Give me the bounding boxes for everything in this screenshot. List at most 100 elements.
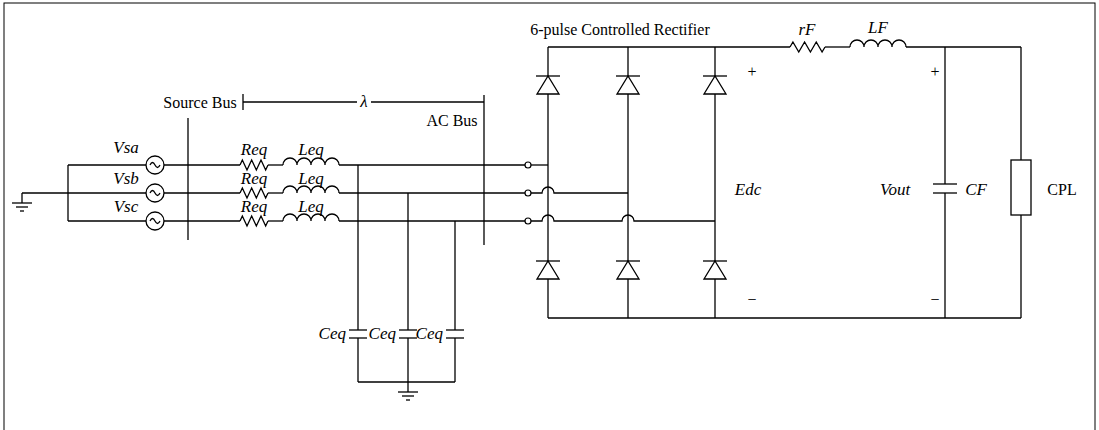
resistor-symbol — [240, 216, 268, 226]
rectifier-title: 6-pulse Controlled Rectifier — [530, 21, 710, 39]
inductor-symbol — [850, 40, 906, 47]
diode-symbol — [704, 261, 726, 279]
source-label: Vsa — [113, 139, 139, 158]
ground-symbol — [16, 206, 28, 207]
diode-symbol — [617, 76, 639, 94]
phase-wire — [339, 164, 525, 165]
voltage-source — [146, 156, 164, 174]
load-lead — [1020, 47, 1021, 160]
neutral-wire — [22, 192, 68, 193]
source-tilde — [150, 219, 160, 224]
capacitor-lead — [357, 165, 358, 330]
dc-rail — [548, 317, 1021, 318]
phase-wire — [164, 220, 240, 221]
ground-symbol — [12, 202, 32, 203]
component-label: Req — [241, 198, 267, 217]
dimension-label: λ — [357, 93, 370, 112]
ground-symbol — [406, 399, 410, 400]
source-tilde — [150, 191, 160, 196]
dc-rail — [548, 46, 790, 47]
phase-wire — [268, 164, 283, 165]
diode-symbol — [537, 261, 559, 279]
phase-wire — [531, 164, 548, 165]
component-label: LF — [868, 19, 888, 38]
capacitor-plate — [349, 329, 367, 330]
ground-bus — [358, 381, 455, 382]
phase-wire — [531, 187, 628, 193]
polarity-sign: + — [930, 63, 939, 81]
voltage-label: Vout — [880, 181, 910, 200]
phase-wire — [339, 220, 525, 221]
voltage-source — [146, 184, 164, 202]
load-label: CPL — [1047, 181, 1076, 199]
component-label: Ceq — [416, 325, 443, 344]
ground-symbol — [398, 391, 418, 392]
resistor-symbol — [240, 188, 268, 198]
capacitor-lead — [454, 221, 455, 330]
component-label: rF — [799, 21, 816, 40]
ground-lead — [407, 382, 408, 392]
component-label: Leq — [298, 141, 324, 160]
capacitor-lead — [407, 193, 408, 330]
phase-wire — [164, 192, 240, 193]
capacitor-lead — [357, 338, 358, 382]
phase-wire — [68, 220, 146, 221]
component-label: Req — [241, 170, 267, 189]
capacitor-lead — [944, 47, 945, 184]
capacitor-lead — [407, 338, 408, 382]
resistor-symbol — [240, 160, 268, 170]
component-label: CF — [965, 181, 987, 200]
ground-symbol — [20, 210, 24, 211]
capacitor-plate — [933, 183, 957, 184]
diode-symbol — [704, 76, 726, 94]
capacitor-plate — [399, 329, 417, 330]
terminal — [525, 162, 531, 168]
phase-wire — [268, 220, 283, 221]
diode-bar — [536, 75, 560, 76]
capacitor-plate — [446, 329, 464, 330]
load-lead — [1020, 215, 1021, 318]
terminal — [525, 218, 531, 224]
source-tilde — [150, 163, 160, 168]
load-box — [1011, 160, 1031, 215]
phase-wire — [339, 192, 525, 193]
component-label: Ceq — [319, 325, 346, 344]
polarity-sign: + — [747, 63, 756, 81]
phase-wire — [531, 215, 715, 221]
ac-bus-bar — [483, 95, 484, 245]
bus-label: Source Bus — [163, 94, 236, 112]
source-label: Vsb — [113, 170, 139, 189]
resistor-symbol — [790, 42, 825, 52]
frame — [4, 3, 1095, 430]
ground-lead — [21, 193, 22, 203]
diode-bar — [616, 75, 640, 76]
terminal — [525, 190, 531, 196]
source-label: Vsc — [114, 198, 139, 217]
phase-wire — [68, 192, 146, 193]
source-bus-bar — [187, 118, 188, 240]
component-label: Req — [241, 141, 267, 160]
voltage-source — [146, 212, 164, 230]
diode-bar — [616, 260, 640, 261]
capacitor-lead — [454, 338, 455, 382]
dc-rail — [906, 46, 1021, 47]
component-label: Leq — [298, 198, 324, 217]
phase-wire — [268, 192, 283, 193]
phase-wire — [164, 164, 240, 165]
diode-symbol — [617, 261, 639, 279]
inductor-symbol — [283, 158, 339, 165]
polarity-sign: − — [747, 291, 756, 309]
polarity-sign: − — [930, 291, 939, 309]
component-label: Leq — [298, 170, 324, 189]
diode-symbol — [537, 76, 559, 94]
diode-bar — [703, 260, 727, 261]
dc-rail — [825, 46, 850, 47]
phase-wire — [68, 164, 146, 165]
bus-label: AC Bus — [426, 112, 477, 130]
ground-symbol — [402, 395, 414, 396]
diode-bar — [536, 260, 560, 261]
diode-bar — [703, 75, 727, 76]
capacitor-lead — [944, 193, 945, 318]
voltage-label: Edc — [735, 181, 761, 200]
